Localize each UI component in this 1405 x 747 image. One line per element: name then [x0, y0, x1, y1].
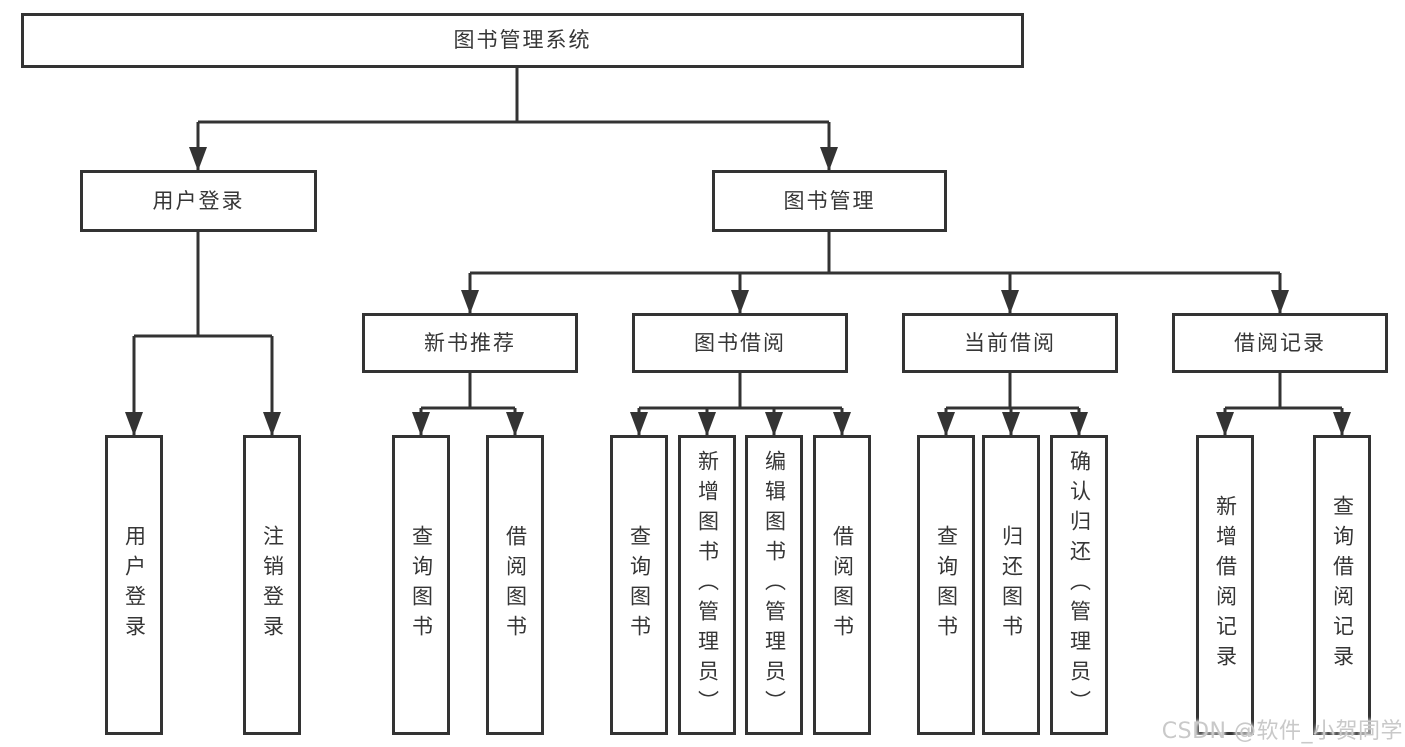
- node-root-label: 图书管理系统: [453, 28, 592, 52]
- connector-root-to-level2: [196, 68, 831, 170]
- node-book-management: 图书管理: [712, 170, 947, 232]
- leaf-logout-label: 注销登录: [260, 525, 285, 645]
- node-current-borrow: 当前借阅: [902, 313, 1118, 373]
- node-borrow-records-label: 借阅记录: [1234, 330, 1326, 355]
- leaf-query-borrow-record-label: 查询借阅记录: [1330, 495, 1355, 675]
- arrowhead: [1333, 412, 1351, 436]
- leaf-edit-book-admin-label: 编辑图书（管理员）: [762, 450, 787, 720]
- arrowhead: [506, 412, 524, 436]
- connector-book-management-to-level3: [468, 232, 1282, 313]
- arrowheads: [125, 147, 1351, 436]
- connector-user-login-to-leaves: [132, 232, 274, 435]
- arrowhead: [1001, 290, 1019, 314]
- node-current-borrow-label: 当前借阅: [964, 330, 1056, 355]
- leaf-borrow-books: 借阅图书: [813, 435, 871, 735]
- leaf-query-books-borrow: 查询图书: [610, 435, 668, 735]
- leaf-query-books-recommend: 查询图书: [392, 435, 450, 735]
- leaf-add-book-admin-label: 新增图书（管理员）: [695, 450, 720, 720]
- leaf-logout: 注销登录: [243, 435, 301, 735]
- arrowhead: [1070, 412, 1088, 436]
- arrowhead: [189, 147, 207, 171]
- node-new-book-recommend: 新书推荐: [362, 313, 578, 373]
- leaf-add-book-admin: 新增图书（管理员）: [678, 435, 736, 735]
- leaf-edit-book-admin: 编辑图书（管理员）: [745, 435, 803, 735]
- arrowhead: [1002, 412, 1020, 436]
- node-new-book-recommend-label: 新书推荐: [424, 330, 516, 355]
- node-book-borrow-label: 图书借阅: [694, 330, 786, 355]
- watermark: CSDN @软件_小贺同学: [1161, 719, 1403, 744]
- leaf-confirm-return-admin: 确认归还（管理员）: [1050, 435, 1108, 735]
- connector-new-book-to-leaves: [419, 373, 517, 435]
- arrowhead: [1216, 412, 1234, 436]
- arrowhead: [412, 412, 430, 436]
- leaf-confirm-return-admin-label: 确认归还（管理员）: [1067, 450, 1092, 720]
- leaf-query-books-recommend-label: 查询图书: [409, 525, 434, 645]
- node-root: 图书管理系统: [21, 13, 1024, 68]
- node-borrow-records: 借阅记录: [1172, 313, 1388, 373]
- leaf-user-login-label: 用户登录: [122, 525, 147, 645]
- leaf-add-borrow-record-label: 新增借阅记录: [1213, 495, 1238, 675]
- leaf-return-book-label: 归还图书: [999, 525, 1024, 645]
- arrowhead: [820, 147, 838, 171]
- arrowhead: [698, 412, 716, 436]
- arrowhead: [263, 412, 281, 436]
- arrowhead: [630, 412, 648, 436]
- leaf-borrow-books-label: 借阅图书: [830, 525, 855, 645]
- node-book-management-label: 图书管理: [783, 188, 876, 213]
- node-user-login: 用户登录: [80, 170, 317, 232]
- leaf-query-books-borrow-label: 查询图书: [627, 525, 652, 645]
- arrowhead: [937, 412, 955, 436]
- leaf-add-borrow-record: 新增借阅记录: [1196, 435, 1254, 735]
- node-user-login-label: 用户登录: [152, 188, 245, 213]
- arrowhead: [731, 290, 749, 314]
- connector-book-borrow-to-leaves: [637, 373, 844, 435]
- arrowhead: [765, 412, 783, 436]
- leaf-borrow-books-recommend: 借阅图书: [486, 435, 544, 735]
- leaf-query-borrow-record: 查询借阅记录: [1313, 435, 1371, 735]
- arrowhead: [461, 290, 479, 314]
- leaf-return-book: 归还图书: [982, 435, 1040, 735]
- leaf-query-books-current: 查询图书: [917, 435, 975, 735]
- arrowhead: [1271, 290, 1289, 314]
- leaf-user-login: 用户登录: [105, 435, 163, 735]
- arrowhead: [125, 412, 143, 436]
- connector-borrow-records-to-leaves: [1223, 373, 1344, 435]
- leaf-borrow-books-recommend-label: 借阅图书: [503, 525, 528, 645]
- arrowhead: [833, 412, 851, 436]
- leaf-query-books-current-label: 查询图书: [934, 525, 959, 645]
- node-book-borrow: 图书借阅: [632, 313, 848, 373]
